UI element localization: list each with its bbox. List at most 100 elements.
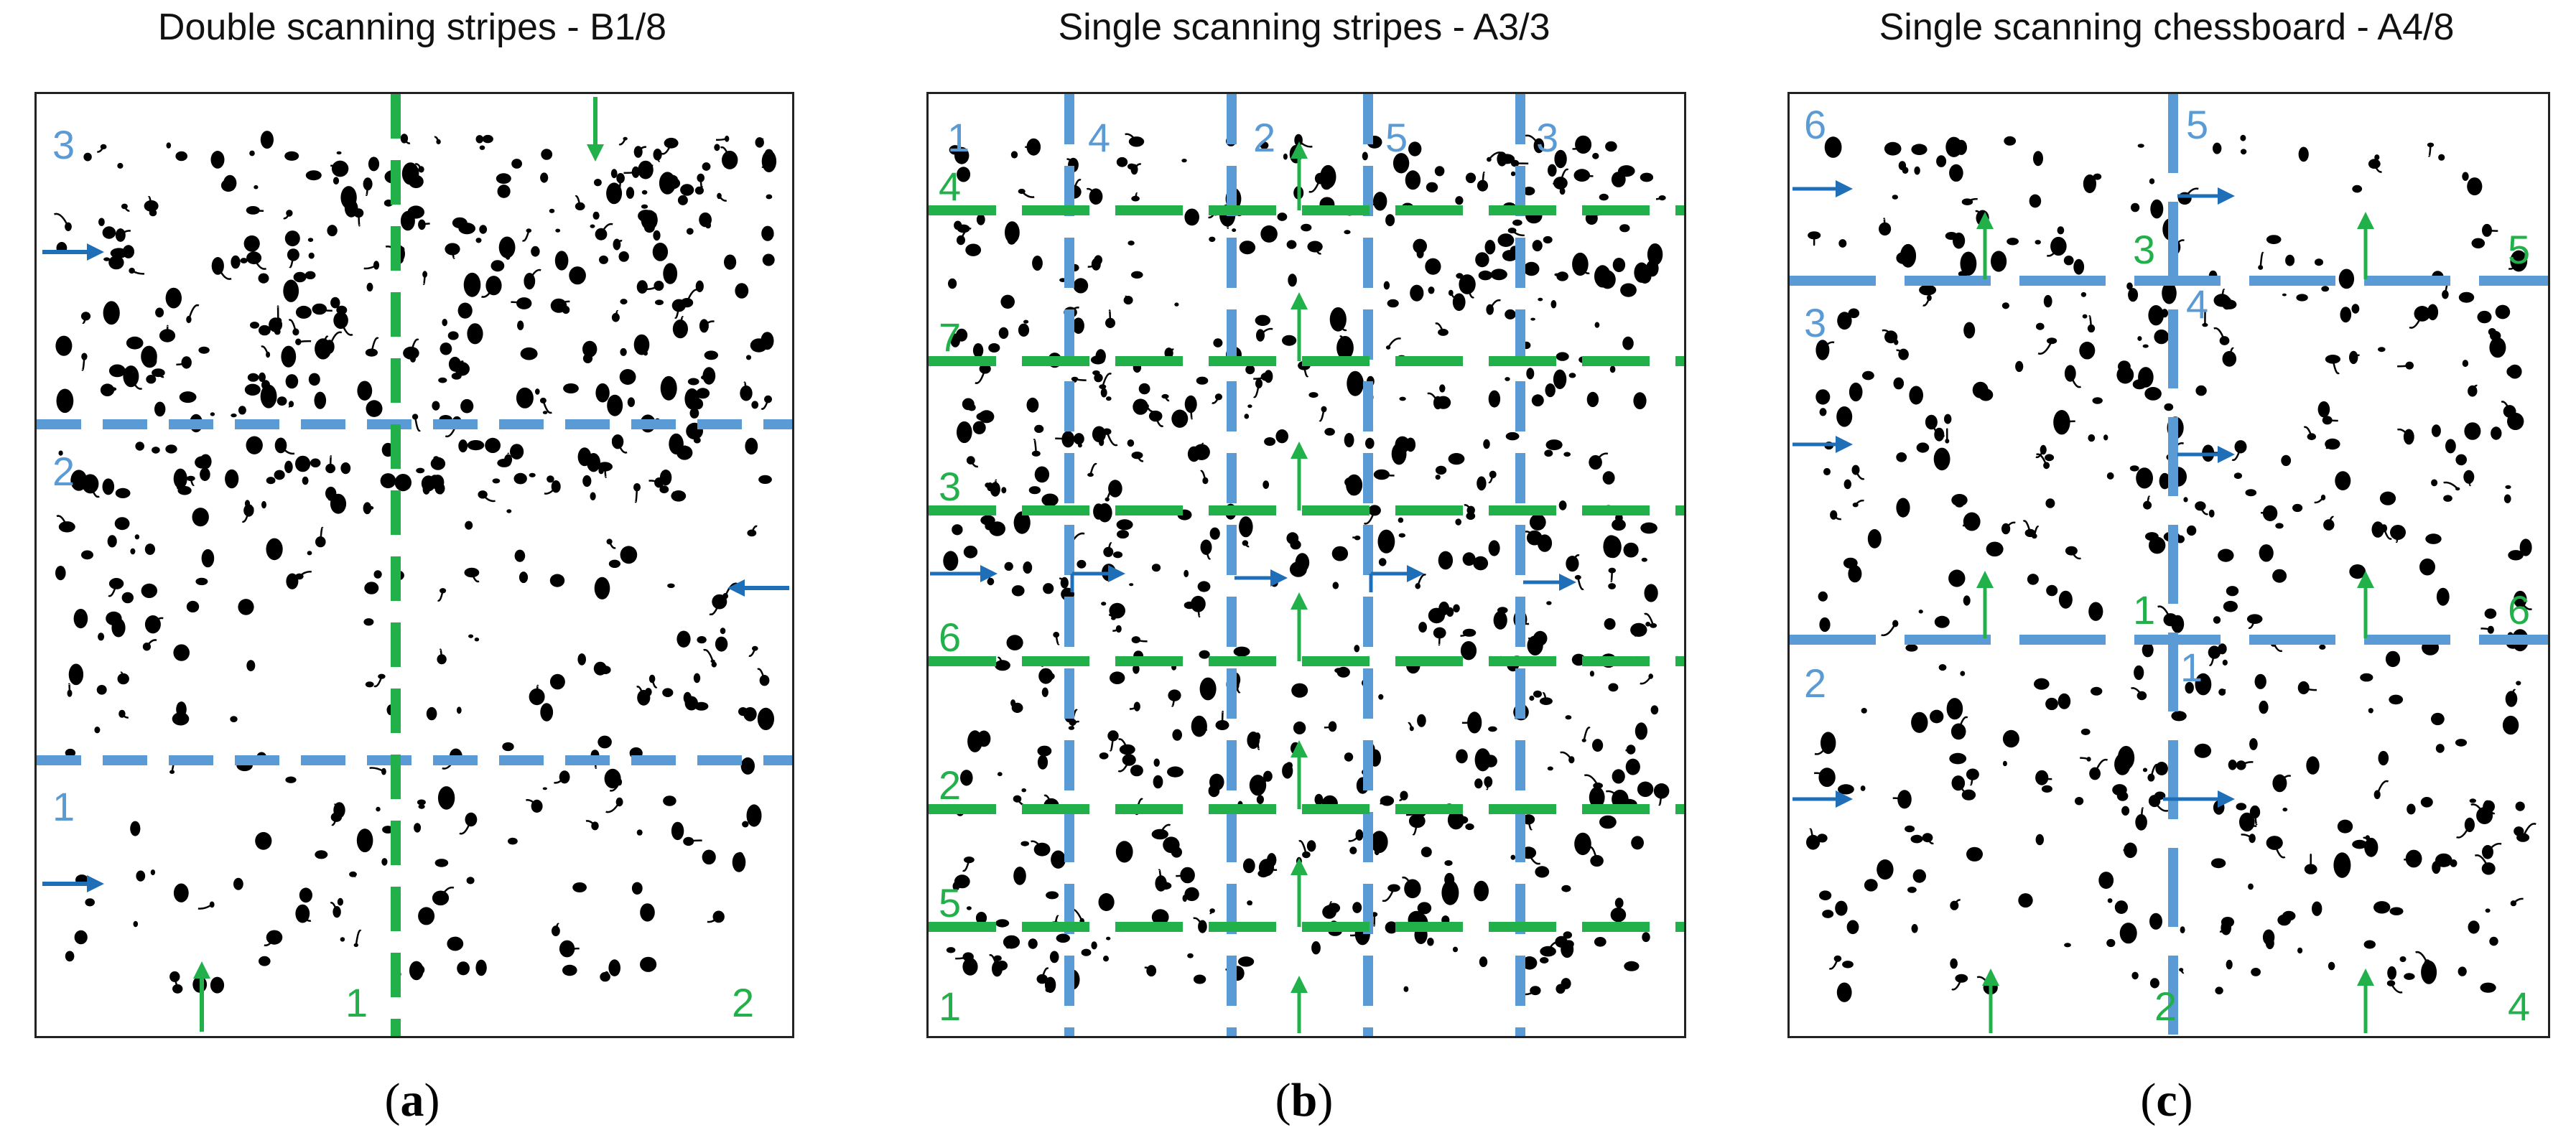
- scan-dot: [1893, 377, 1905, 390]
- green-line-label: 4: [939, 164, 961, 209]
- scan-dot: [2195, 673, 2212, 696]
- scan-dot: [2155, 762, 2168, 775]
- scan-trace: [1955, 141, 1963, 148]
- scan-dot: [1896, 452, 1907, 462]
- scan-dot: [1103, 546, 1114, 557]
- scan-dot: [225, 469, 239, 489]
- scan-trace: [352, 874, 356, 877]
- scan-trace: [2046, 246, 2060, 257]
- scan-trace: [298, 340, 312, 343]
- green-arrow: [1291, 442, 1308, 510]
- scan-dot: [304, 271, 316, 279]
- scan-dot: [2001, 302, 2009, 309]
- scan-dot: [1046, 891, 1059, 900]
- panel-b-title: Single scanning stripes - A3/3: [1058, 6, 1550, 48]
- scan-trace: [2468, 477, 2472, 487]
- scan-dot: [1896, 498, 1910, 518]
- scan-dot: [1884, 330, 1898, 344]
- scan-dot: [1151, 564, 1161, 572]
- scan-trace: [1892, 797, 1905, 801]
- scan-trace: [437, 590, 444, 602]
- scan-trace: [251, 444, 256, 448]
- blue-arrow: [1792, 180, 1853, 197]
- green-arrow: [1291, 292, 1308, 361]
- scan-dot: [663, 263, 678, 284]
- scan-dot: [2007, 238, 2019, 246]
- scan-dot: [2034, 678, 2050, 690]
- scan-dot: [490, 260, 505, 272]
- scan-trace: [1249, 902, 1252, 905]
- scan-dot: [2315, 258, 2323, 266]
- scan-dot: [1640, 172, 1654, 182]
- scan-dot: [1005, 945, 1011, 949]
- scan-dot: [2349, 350, 2358, 365]
- scan-trace: [651, 678, 658, 689]
- scan-dot: [1306, 840, 1316, 852]
- scan-trace: [1155, 416, 1164, 427]
- panel-a-title: Double scanning stripes - B1/8: [157, 6, 667, 48]
- scan-dot: [954, 220, 962, 230]
- scan-dot: [2296, 294, 2308, 302]
- scan-dot: [2458, 291, 2475, 303]
- green-arrow: [1291, 976, 1308, 1033]
- scan-dot: [1392, 153, 1410, 174]
- scan-dot: [73, 609, 88, 629]
- scan-dot: [2137, 144, 2144, 148]
- scan-dot: [1385, 921, 1398, 934]
- scan-dot: [1961, 789, 1976, 801]
- scan-dot: [172, 984, 183, 994]
- scan-trace: [279, 444, 295, 455]
- scan-dot: [1452, 293, 1466, 312]
- scan-dot: [563, 383, 579, 393]
- scan-dot: [702, 849, 716, 865]
- blue-arrow: [1792, 790, 1853, 808]
- scan-trace: [328, 331, 343, 347]
- scan-dot: [1950, 723, 1966, 740]
- scan-trace: [1564, 949, 1568, 956]
- scan-trace: [1382, 887, 1395, 902]
- scan-dot: [307, 551, 312, 556]
- scan-trace: [1260, 327, 1273, 336]
- scan-dot: [1824, 136, 1842, 158]
- scan-dot: [1465, 823, 1474, 831]
- scan-trace: [1059, 577, 1066, 584]
- scan-dot: [1604, 618, 1616, 630]
- scan-dot: [714, 144, 720, 151]
- scan-dot: [1490, 269, 1507, 281]
- scan-dot: [2119, 923, 2137, 944]
- scan-trace: [2231, 446, 2242, 462]
- green-line-label: 7: [939, 314, 961, 360]
- scan-dot: [2185, 681, 2194, 694]
- scan-trace: [1107, 542, 1112, 552]
- scan-trace: [1644, 612, 1655, 626]
- scan-trace: [698, 186, 704, 191]
- scan-dot: [2337, 819, 2353, 834]
- scan-trace: [451, 248, 455, 259]
- scan-dot: [100, 383, 115, 396]
- scan-trace: [2353, 354, 2360, 358]
- scan-dot: [1505, 377, 1510, 381]
- scan-dot: [2149, 178, 2155, 185]
- scan-dot: [1026, 138, 1041, 156]
- scan-dot: [531, 246, 540, 257]
- scan-trace: [2150, 763, 2159, 778]
- scan-trace: [1112, 627, 1120, 632]
- scan-dot: [1013, 867, 1026, 885]
- scan-dot: [2018, 893, 2033, 908]
- scan-dot: [1960, 671, 1966, 676]
- scan-trace: [470, 572, 480, 583]
- scan-dot: [671, 821, 684, 841]
- scan-trace: [1010, 235, 1018, 241]
- scan-trace: [2521, 823, 2537, 839]
- scan-dot: [693, 673, 701, 683]
- scan-trace: [2208, 652, 2215, 666]
- scan-dot: [720, 627, 726, 635]
- scan-dot: [677, 195, 688, 205]
- scan-dot: [2387, 966, 2396, 980]
- scan-dot: [440, 342, 452, 355]
- scan-dot: [1535, 866, 1550, 878]
- scan-trace: [2525, 546, 2531, 550]
- scan-dot: [1556, 271, 1568, 281]
- scan-trace: [1070, 720, 1080, 729]
- scan-dot: [2116, 791, 2129, 801]
